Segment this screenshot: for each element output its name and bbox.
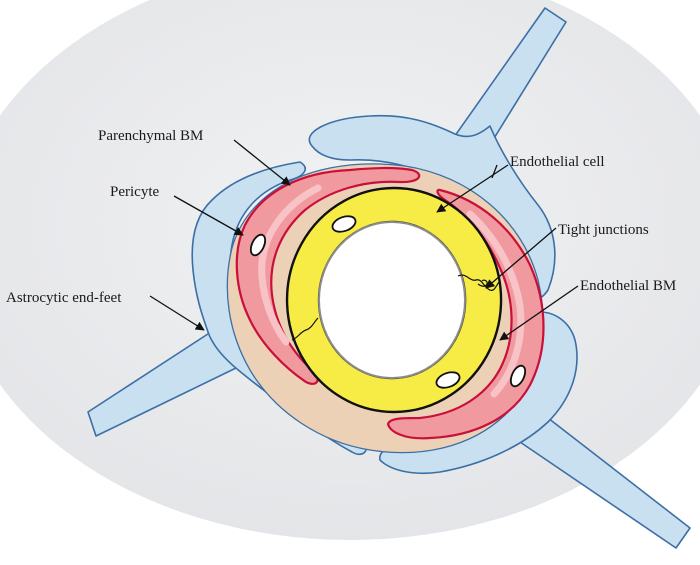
label-arrows xyxy=(149,139,579,341)
endothelial-nucleus-bottom xyxy=(435,371,461,389)
label-astrocytic-end-feet: Astrocytic end-feet xyxy=(6,290,122,306)
label-pericyte: Pericyte xyxy=(110,184,159,200)
endothelial-nucleus-top xyxy=(331,215,357,233)
diagram-labels: Parenchymal BM Pericyte Astrocytic end-f… xyxy=(6,128,676,306)
pericytes xyxy=(235,167,545,440)
label-endothelial-bm: Endothelial BM xyxy=(580,278,676,294)
astrocyte-processes xyxy=(87,7,691,549)
endothelial-nuclei xyxy=(331,215,461,389)
tight-junction-left xyxy=(291,317,319,341)
pericyte-nuclei xyxy=(249,233,527,388)
pericyte-left xyxy=(235,167,421,385)
pericyte-nucleus-left xyxy=(249,233,267,257)
pericyte-nucleus-right xyxy=(509,364,527,388)
label-endothelial-cell: Endothelial cell xyxy=(510,154,605,170)
label-tight-junctions: Tight junctions xyxy=(558,222,649,238)
vessel-lumen xyxy=(318,221,466,379)
label-parenchymal-bm: Parenchymal BM xyxy=(98,128,203,144)
